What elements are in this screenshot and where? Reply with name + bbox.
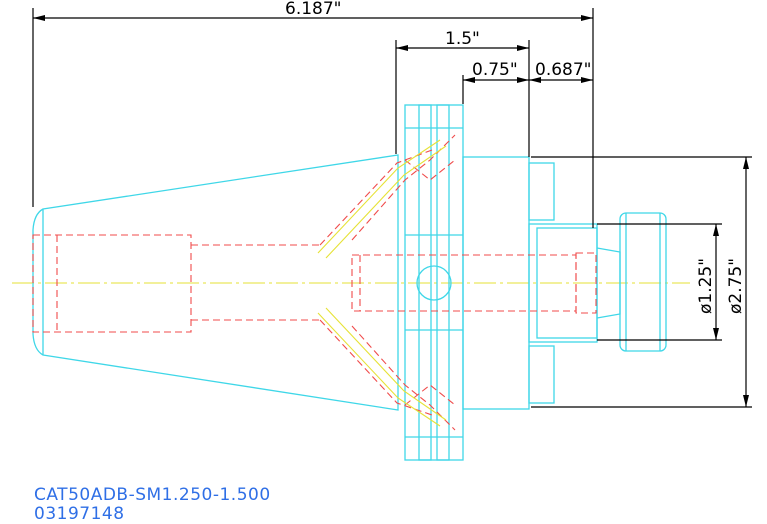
- dimension-lines: [32, 8, 752, 408]
- pilot-diameter-dim: ø1.25": [696, 258, 716, 314]
- holder-outline: [32, 104, 667, 461]
- catalog-number-label: 03197148: [34, 504, 125, 524]
- gauge-offset-dim: 0.687": [535, 60, 592, 80]
- thread-lines: [317, 139, 447, 427]
- part-number-label: CAT50ADB-SM1.250-1.500: [34, 485, 271, 505]
- dimension-arrows: [33, 15, 749, 407]
- hidden-lines: [32, 134, 597, 431]
- overall-length-dim: 6.187": [285, 0, 342, 19]
- body-diameter-dim: ø2.75": [726, 258, 746, 314]
- flange-width-dim: 0.75": [472, 60, 518, 80]
- body-length-dim: 1.5": [445, 29, 480, 49]
